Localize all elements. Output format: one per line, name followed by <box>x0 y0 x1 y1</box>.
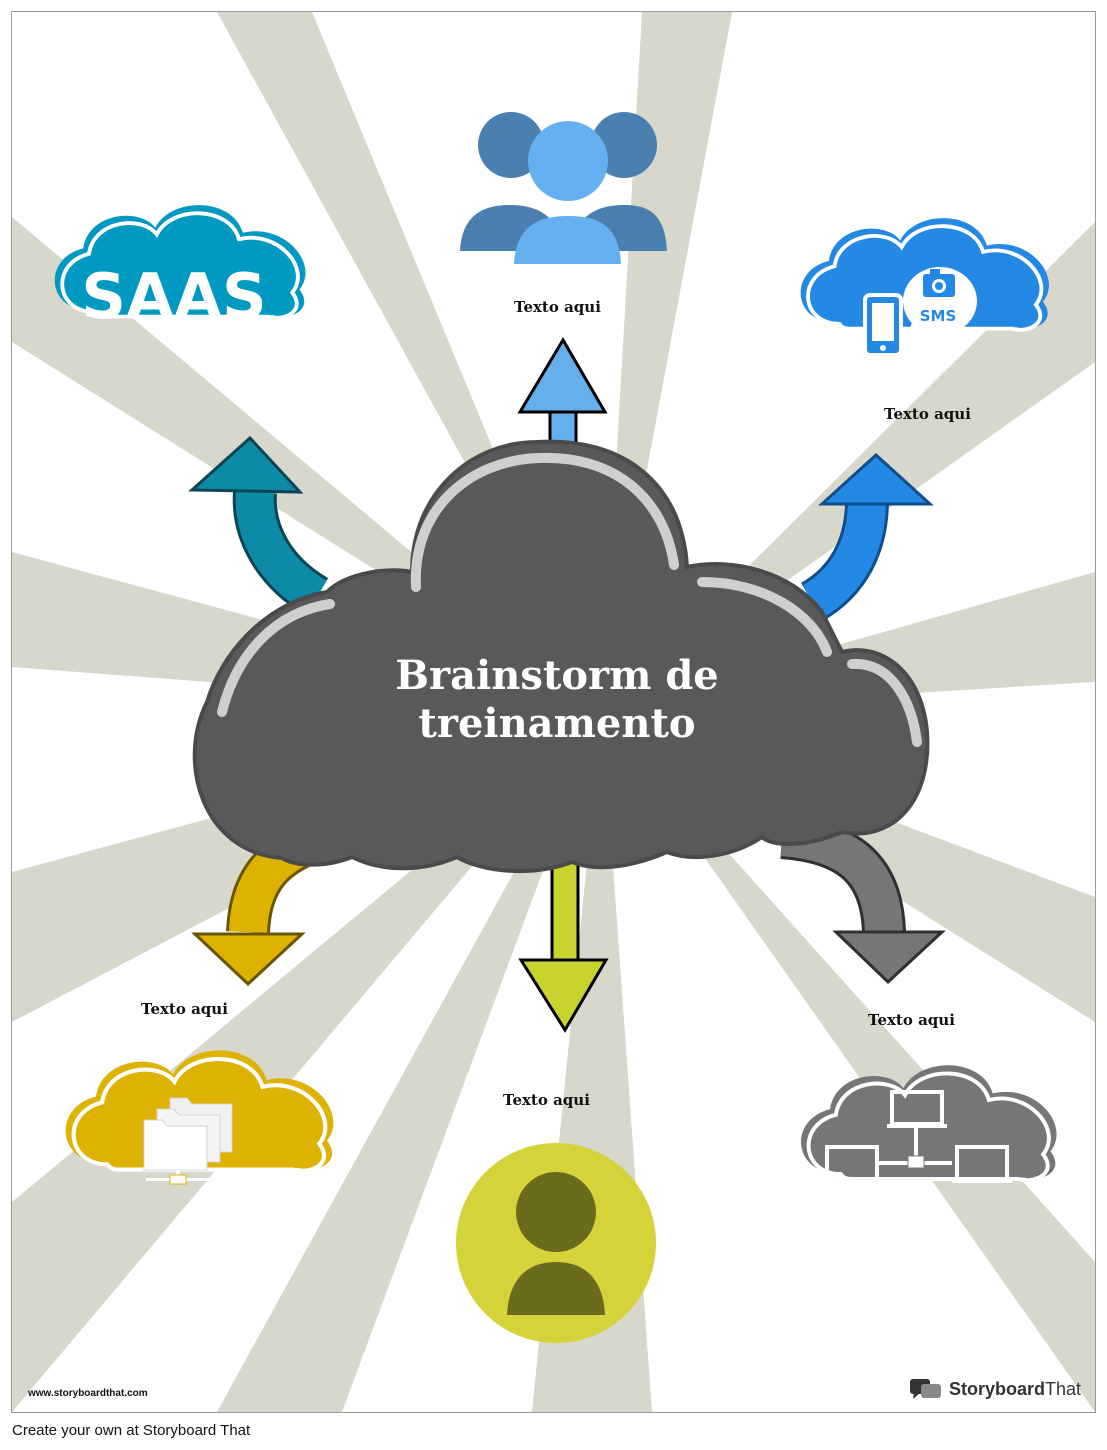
center-cloud <box>192 439 930 874</box>
website-watermark: www.storyboardthat.com <box>28 1388 148 1399</box>
label-folders: Texto aqui <box>141 1000 228 1018</box>
brand-logo: StoryboardThat <box>909 1377 1081 1401</box>
mobile-sms-cloud-icon <box>800 218 1049 357</box>
poster: SAAS SMS Texto aqui Texto aqui Texto aqu… <box>11 11 1096 1413</box>
label-person: Texto aqui <box>503 1091 590 1109</box>
users-group-icon <box>460 112 667 264</box>
saas-cloud-text: SAAS <box>81 260 266 333</box>
label-mobile: Texto aqui <box>884 405 971 423</box>
label-top: Texto aqui <box>514 298 601 316</box>
brand-bold: Storyboard <box>949 1378 1046 1399</box>
speech-bubbles-icon <box>910 1379 941 1399</box>
arrow-up-right <box>800 452 934 622</box>
center-title: Brainstorm de treinamento <box>395 652 719 747</box>
person-icon <box>456 1143 656 1343</box>
folder-share-cloud-icon <box>65 1050 334 1185</box>
sms-text: SMS <box>920 307 957 325</box>
brand-light: That <box>1045 1378 1082 1399</box>
label-network: Texto aqui <box>868 1011 955 1029</box>
network-cloud-icon <box>801 1065 1057 1183</box>
arrow-down <box>518 860 609 1033</box>
arrow-up-left <box>188 435 329 617</box>
footer-link[interactable]: Create your own at Storyboard That <box>12 1422 251 1439</box>
